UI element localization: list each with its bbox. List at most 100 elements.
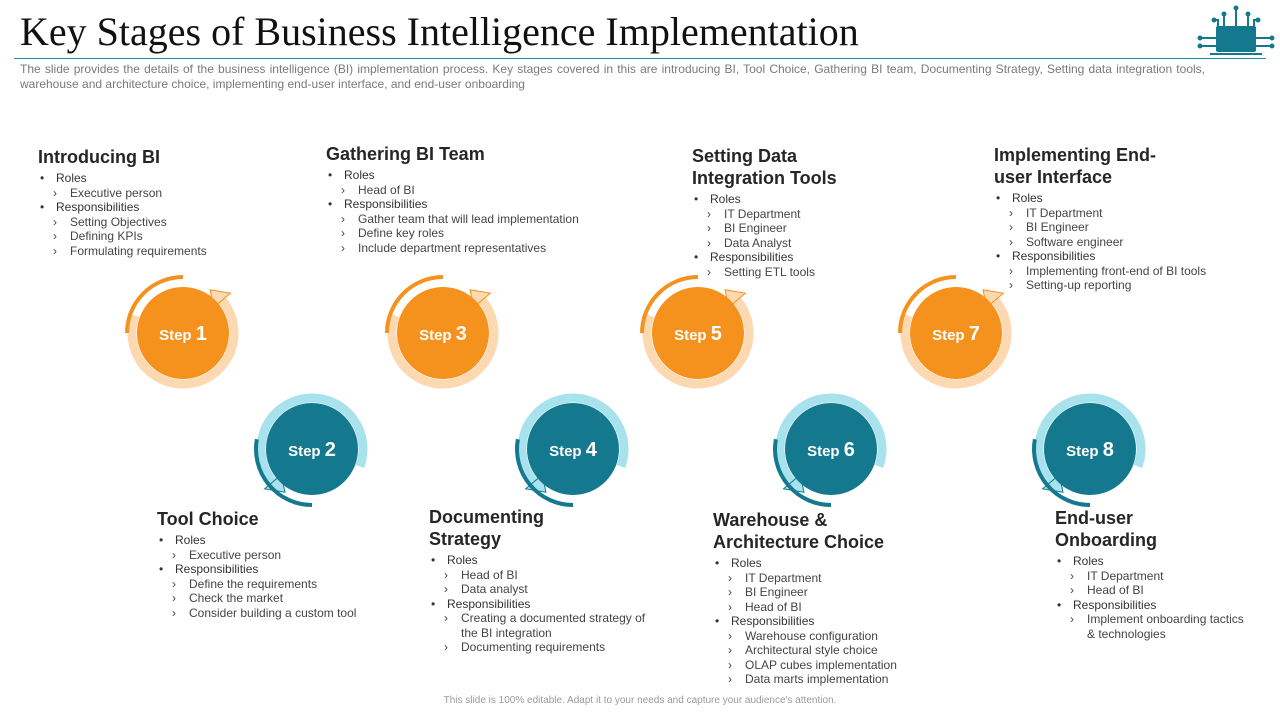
responsibilities-heading: Responsibilities — [713, 614, 963, 629]
role-item: Head of BI — [1055, 583, 1255, 598]
step-6-list: RolesIT DepartmentBI EngineerHead of BIR… — [713, 556, 963, 687]
role-item: Data analyst — [429, 582, 649, 597]
step-word: Step — [159, 327, 196, 344]
step-7-ring — [900, 297, 1012, 389]
step-7-accent-arc — [898, 275, 957, 334]
step-number: 7 — [969, 323, 980, 345]
roles-heading: Roles — [1055, 554, 1255, 569]
step-word: Step — [288, 443, 325, 460]
role-item: BI Engineer — [692, 221, 892, 236]
step-6-circle — [785, 403, 877, 495]
responsibilities-heading: Responsibilities — [994, 249, 1244, 264]
step-1-ring — [127, 297, 239, 389]
roles-heading: Roles — [38, 171, 278, 186]
step-8-ring — [1034, 393, 1146, 485]
step-2-ring — [256, 393, 368, 485]
responsibility-item: Define the requirements — [157, 577, 417, 592]
role-item: Head of BI — [713, 600, 963, 615]
responsibility-item: Implement onboarding tactics & technolog… — [1055, 612, 1255, 641]
step-5-marker: Step 5 — [640, 275, 754, 389]
step-2-title: Tool Choice — [157, 509, 259, 529]
step-1-circle — [137, 287, 229, 379]
step-1-title: Introducing BI — [38, 147, 160, 167]
step-6-label: Step 6 — [807, 439, 855, 461]
step-number: 2 — [325, 439, 336, 461]
step-word: Step — [419, 327, 456, 344]
responsibility-item: Check the market — [157, 591, 417, 606]
responsibility-item: Creating a documented strategy of the BI… — [429, 611, 649, 640]
step-1-label: Step 1 — [159, 323, 207, 345]
responsibility-item: Setting Objectives — [38, 215, 278, 230]
step-3-ring — [387, 297, 499, 389]
roles-heading: Roles — [713, 556, 963, 571]
responsibility-item: Implementing front-end of BI tools — [994, 264, 1244, 279]
responsibilities-heading: Responsibilities — [692, 250, 892, 265]
step-5-details: Setting Data Integration ToolsRolesIT De… — [692, 145, 892, 279]
step-5-list: RolesIT DepartmentBI EngineerData Analys… — [692, 192, 892, 279]
step-number: 3 — [456, 323, 467, 345]
step-2-label: Step 2 — [288, 439, 336, 461]
step-3-list: RolesHead of BIResponsibilitiesGather te… — [326, 168, 626, 255]
step-7-label: Step 7 — [932, 323, 980, 345]
step-3-label: Step 3 — [419, 323, 467, 345]
responsibility-item: Gather team that will lead implementatio… — [326, 212, 626, 227]
step-number: 4 — [586, 439, 598, 461]
step-8-accent-arc — [1032, 438, 1091, 507]
slide-title: Key Stages of Business Intelligence Impl… — [20, 9, 859, 54]
step-2-circle — [266, 403, 358, 495]
responsibility-item: Documenting requirements — [429, 640, 649, 655]
step-5-circle — [652, 287, 744, 379]
step-7-marker: Step 7 — [898, 275, 1012, 389]
role-item: Data Analyst — [692, 236, 892, 251]
step-7-circle — [910, 287, 1002, 379]
step-word: Step — [932, 327, 969, 344]
role-item: BI Engineer — [713, 585, 963, 600]
step-8-details: End-user OnboardingRolesIT DepartmentHea… — [1055, 507, 1275, 641]
step-number: 8 — [1103, 439, 1114, 461]
roles-heading: Roles — [692, 192, 892, 207]
step-1-list: RolesExecutive personResponsibilitiesSet… — [38, 171, 278, 258]
step-6-title: Warehouse & Architecture Choice — [713, 510, 885, 552]
circuit-chip-icon — [1197, 5, 1275, 55]
step-2-details: Tool ChoiceRolesExecutive personResponsi… — [157, 508, 417, 620]
step-4-label: Step 4 — [549, 439, 598, 461]
role-item: Head of BI — [326, 183, 626, 198]
step-5-label: Step 5 — [674, 323, 722, 345]
responsibilities-heading: Responsibilities — [157, 562, 417, 577]
step-number: 6 — [844, 439, 855, 461]
responsibility-item: Warehouse configuration — [713, 629, 963, 644]
roles-heading: Roles — [994, 191, 1244, 206]
responsibility-item: Setting-up reporting — [994, 278, 1244, 293]
step-8-circle — [1044, 403, 1136, 495]
role-item: Software engineer — [994, 235, 1244, 250]
step-1-marker: Step 1 — [125, 275, 239, 389]
step-number: 1 — [196, 323, 207, 345]
role-item: IT Department — [713, 571, 963, 586]
step-7-details: Implementing End-user InterfaceRolesIT D… — [994, 144, 1244, 293]
step-8-list: RolesIT DepartmentHead of BIResponsibili… — [1055, 554, 1255, 641]
step-6-accent-arc — [773, 438, 832, 507]
step-3-circle — [397, 287, 489, 379]
step-1-details: Introducing BI RolesExecutive personRespo… — [38, 146, 278, 258]
responsibility-item: Include department representatives — [326, 241, 626, 256]
responsibility-item: Formulating requirements — [38, 244, 278, 259]
role-item: BI Engineer — [994, 220, 1244, 235]
step-3-title: Gathering BI Team — [326, 144, 485, 164]
responsibilities-heading: Responsibilities — [429, 597, 649, 612]
step-4-list: RolesHead of BIData analystResponsibilit… — [429, 553, 649, 655]
step-8-label: Step 8 — [1066, 439, 1114, 461]
step-3-marker: Step 3 — [385, 275, 499, 389]
step-word: Step — [807, 443, 844, 460]
responsibility-item: Data marts implementation — [713, 672, 963, 687]
role-item: IT Department — [994, 206, 1244, 221]
roles-heading: Roles — [157, 533, 417, 548]
step-5-accent-arc — [640, 275, 699, 334]
step-3-accent-arc — [385, 275, 444, 334]
step-7-list: RolesIT DepartmentBI EngineerSoftware en… — [994, 191, 1244, 293]
step-2-marker: Step 2 — [254, 393, 368, 507]
responsibility-item: OLAP cubes implementation — [713, 658, 963, 673]
responsibilities-heading: Responsibilities — [38, 200, 278, 215]
role-item: Head of BI — [429, 568, 649, 583]
step-word: Step — [549, 443, 586, 460]
